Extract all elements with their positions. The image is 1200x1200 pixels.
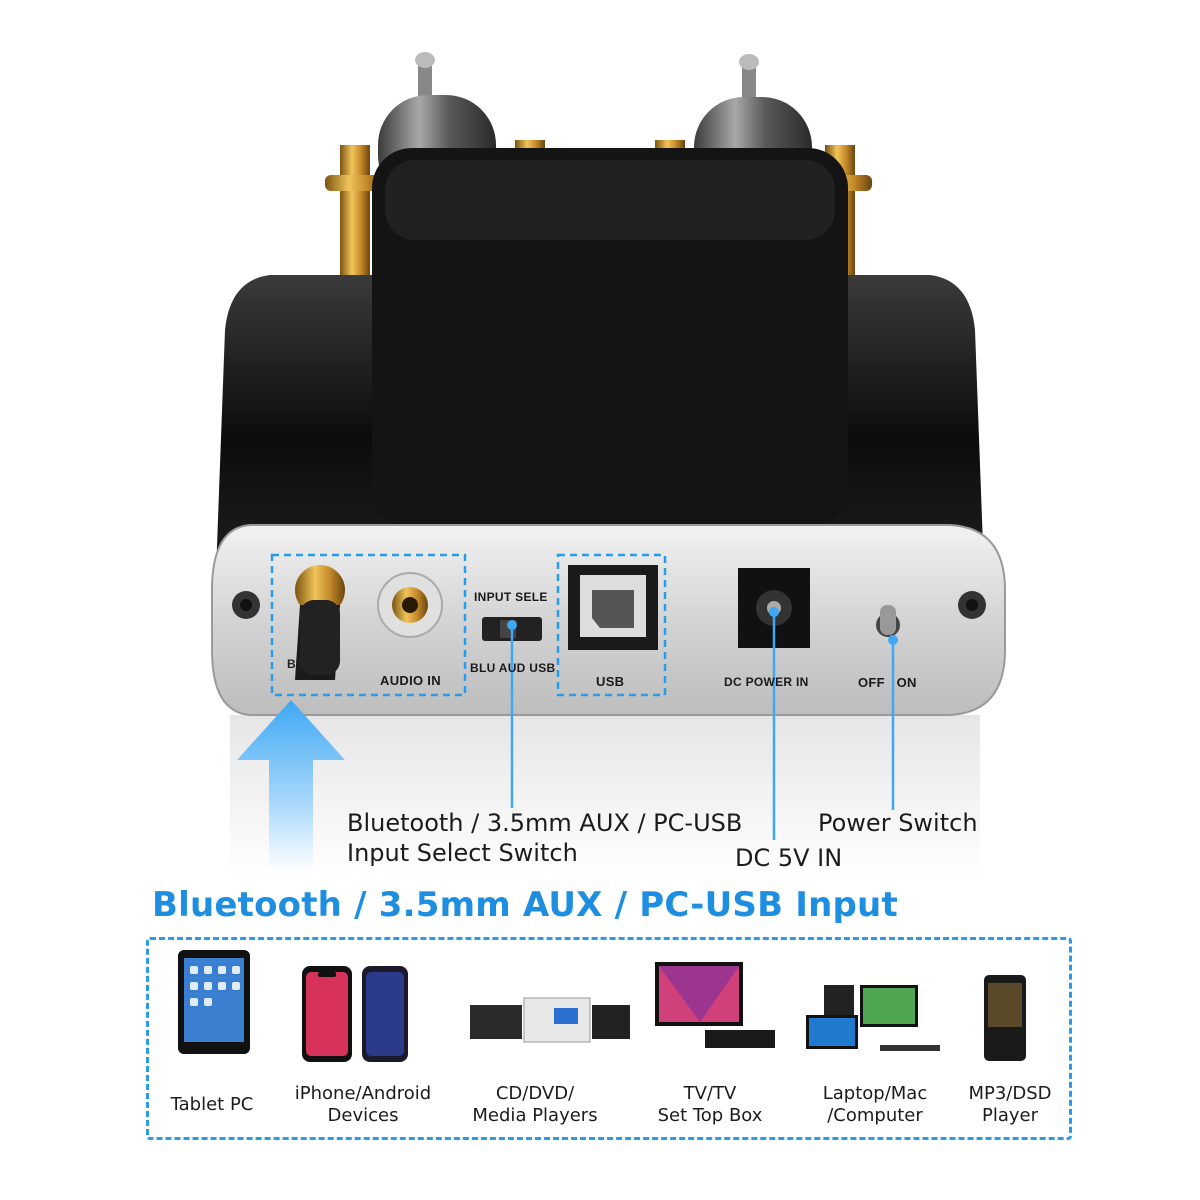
blu-aud-usb-label: BLU AUD USB: [470, 661, 556, 675]
tablet-icon: [178, 950, 250, 1054]
audio-in-label: AUDIO IN: [380, 673, 441, 688]
device-label-line2: Devices: [327, 1105, 399, 1126]
bt-ant-label: BT ANT: [287, 657, 333, 671]
device-label-tablet: Tablet PC: [150, 1094, 274, 1116]
device-list-box: [146, 937, 1072, 1140]
mp3-player-icon: [984, 975, 1026, 1061]
computer-icon: [806, 985, 940, 1051]
device-label-line2: /Computer: [827, 1105, 923, 1126]
input-arrow-icon: [237, 700, 345, 872]
device-label-line2: Media Players: [472, 1105, 598, 1126]
usb-highlight: [556, 553, 667, 697]
power-toggle: [876, 605, 900, 637]
device-label-line1: Laptop/Mac: [822, 1083, 928, 1104]
device-label-line1: MP3/DSD: [968, 1083, 1052, 1104]
input-select-label: INPUT SELE: [474, 590, 548, 604]
bt-antenna: [295, 565, 345, 680]
device-label-line1: Tablet PC: [170, 1094, 254, 1115]
reflection: [230, 715, 980, 880]
transformer-cover: [372, 148, 848, 528]
device-label-tv: TV/TV Set Top Box: [640, 1083, 780, 1127]
device-label-line2: Set Top Box: [657, 1105, 763, 1126]
device-label-line1: iPhone/Android: [294, 1083, 432, 1104]
input-select-callout-line2: Input Select Switch: [347, 839, 578, 867]
device-label-line2: Player: [981, 1105, 1038, 1126]
power-switch-callout: Power Switch: [818, 809, 978, 837]
media-player-icon: [470, 997, 630, 1043]
device-label-phone: iPhone/Android Devices: [282, 1083, 444, 1127]
dc-power-in-label: DC POWER IN: [724, 675, 809, 689]
device-label-mp3: MP3/DSD Player: [955, 1083, 1065, 1127]
off-on-label: OFF ON: [858, 675, 917, 690]
usb-label: USB: [596, 674, 625, 689]
device-label-computer: Laptop/Mac /Computer: [800, 1083, 950, 1127]
usb-port: [568, 565, 658, 650]
smartphone-icon: [302, 966, 408, 1062]
dc-in-callout: DC 5V IN: [735, 844, 843, 872]
input-heading: Bluetooth / 3.5mm AUX / PC-USB Input: [152, 885, 898, 925]
audio-in-jack: [377, 572, 443, 638]
tv-icon: [655, 962, 775, 1048]
device-label-media: CD/DVD/ Media Players: [460, 1083, 610, 1127]
device-label-line1: TV/TV: [683, 1083, 737, 1104]
ant-audio-highlight: [270, 553, 467, 697]
device-label-line1: CD/DVD/: [495, 1083, 575, 1104]
input-select-callout-line1: Bluetooth / 3.5mm AUX / PC-USB: [347, 809, 743, 837]
